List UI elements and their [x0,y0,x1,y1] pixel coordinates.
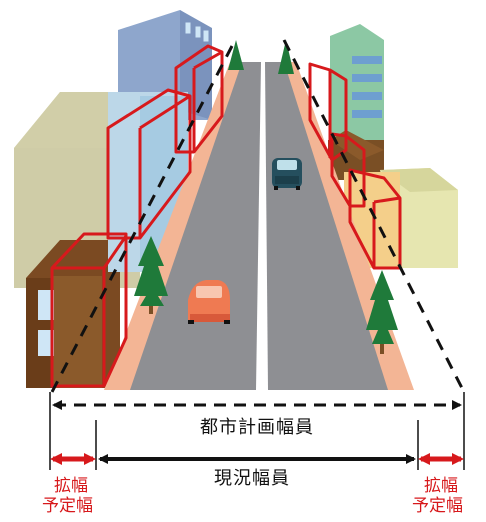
planned-boundary-lines [50,39,466,393]
expansion-right-label-line1: 拡幅 [424,476,458,496]
expansion-right-label-line2: 予定幅 [412,496,463,516]
red-setback-outlines-right [308,62,402,270]
current-width-label: 現況幅員 [214,468,290,489]
expansion-left-label-line1: 拡幅 [54,476,88,496]
red-setback-outlines-left [50,44,224,388]
city-plan-width-label: 都市計画幅員 [200,417,314,438]
tree-right-front [366,270,398,354]
car-teal [272,158,302,190]
road-center-line [256,62,268,390]
tree-right-far [278,40,294,74]
tree-left-front [134,236,168,314]
tree-left-far [228,40,244,70]
car-red [188,280,230,324]
left-sidewalk [104,62,244,390]
expansion-left-label-line2: 予定幅 [42,496,93,516]
